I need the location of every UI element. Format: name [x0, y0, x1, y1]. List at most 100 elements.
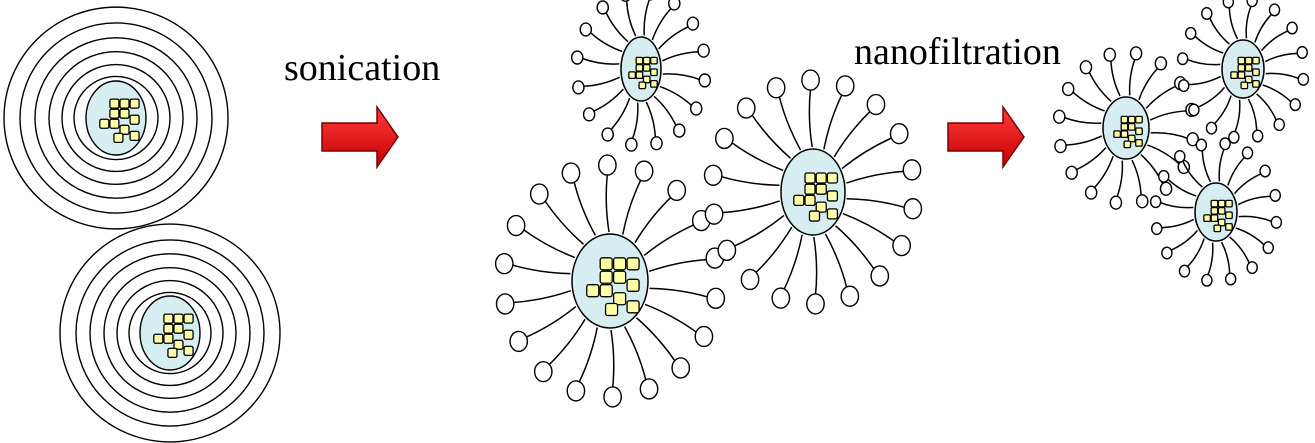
lipid-head: [1151, 196, 1161, 208]
particle: [174, 314, 183, 323]
lipid-tail: [814, 237, 817, 297]
lipid-tail: [636, 318, 676, 363]
particle: [120, 99, 129, 108]
particle: [1226, 212, 1233, 219]
lipid-tail: [1266, 73, 1300, 78]
lipid-tail: [1262, 30, 1289, 50]
particle: [794, 195, 804, 205]
particle: [614, 258, 626, 270]
particle: [629, 72, 636, 79]
lipid-tail: [611, 330, 614, 390]
particle: [1211, 200, 1218, 207]
lipid-head: [1206, 122, 1216, 134]
lipid-tail: [809, 87, 812, 147]
lipid-tail: [843, 214, 896, 243]
lipid-tail: [1202, 149, 1210, 182]
lipid-tail: [593, 89, 624, 112]
lipid-head: [1253, 130, 1263, 142]
vesicle: [496, 155, 725, 407]
lipid-head: [1298, 74, 1308, 86]
particle: [154, 334, 163, 343]
sonication-label: sonication: [284, 47, 440, 89]
particle: [1128, 116, 1135, 123]
particle: [1136, 116, 1143, 123]
lipid-head: [1186, 28, 1196, 40]
lipid-head: [572, 51, 583, 64]
particle: [827, 209, 837, 219]
lipid-head: [837, 76, 854, 96]
lipid-head: [1155, 57, 1166, 70]
lipid-tail: [1072, 91, 1105, 111]
lipid-tail: [1219, 148, 1224, 182]
lipid-head: [807, 294, 824, 314]
lipid-tail: [1064, 117, 1102, 123]
lipid-head: [626, 138, 637, 151]
lipid-tail: [574, 180, 596, 236]
lipid-head: [699, 74, 710, 87]
lipid-tail: [846, 171, 905, 183]
lipid-head: [705, 204, 722, 224]
lipid-head: [1271, 217, 1281, 229]
lipid-head: [890, 124, 907, 144]
particle: [1238, 72, 1245, 79]
lipid-tail: [834, 110, 871, 157]
lipid-head: [510, 331, 527, 351]
particle: [1241, 82, 1248, 89]
particle: [636, 57, 643, 64]
particle: [1136, 140, 1143, 147]
lipid-head: [1054, 110, 1065, 123]
particle: [614, 271, 626, 283]
lipid-tail: [1236, 228, 1265, 246]
lipid-tail: [659, 26, 690, 49]
lipid-tail: [1222, 242, 1230, 275]
lipid-head: [1137, 195, 1148, 208]
lipid-head: [1055, 140, 1066, 153]
lipid-head: [580, 23, 591, 36]
lipid-head: [674, 124, 685, 137]
lipid-head: [802, 70, 819, 90]
lipid-head: [1202, 274, 1212, 286]
particle: [627, 279, 639, 291]
particle: [1226, 224, 1233, 231]
nanofiltration-arrow: [948, 107, 1024, 167]
lipid-head: [867, 95, 884, 115]
lipid-head: [1086, 186, 1097, 199]
particle: [1218, 200, 1225, 207]
lipid-tail: [1130, 58, 1136, 96]
particle: [1231, 72, 1238, 79]
particle: [174, 324, 183, 333]
particle: [1253, 81, 1260, 88]
lipid-tail: [1188, 76, 1221, 84]
lipid-head: [1162, 247, 1172, 259]
lipid-head: [698, 44, 709, 57]
lipid-tail: [623, 178, 642, 235]
lipid-tail: [1170, 230, 1197, 250]
lipid-head: [1242, 147, 1252, 159]
vesicle: [572, 0, 711, 151]
lipid-tail: [583, 77, 620, 86]
lipid-head: [1220, 138, 1230, 150]
lipid-tail: [720, 176, 779, 185]
lipid-head: [893, 236, 910, 256]
particle: [184, 330, 193, 339]
lipid-head: [741, 270, 758, 290]
particle: [110, 119, 119, 128]
lipid-tail: [1197, 87, 1224, 107]
lipid-tail: [635, 196, 672, 243]
lipid-tail: [1249, 99, 1257, 132]
particle: [643, 65, 650, 72]
particle: [1253, 57, 1260, 64]
lipid-tail: [644, 0, 650, 35]
particle: [1245, 65, 1252, 72]
lipid-head: [1196, 139, 1206, 151]
lipid-head: [1274, 119, 1284, 131]
lipid-tail: [522, 229, 575, 258]
lipid-head: [738, 98, 755, 118]
lipid-head: [904, 199, 921, 219]
lipid-head: [668, 180, 685, 200]
lipid-tail: [825, 234, 847, 290]
particle: [1226, 200, 1233, 207]
particle: [600, 271, 612, 283]
lipid-head: [620, 0, 631, 1]
lipid-tail: [511, 265, 570, 274]
